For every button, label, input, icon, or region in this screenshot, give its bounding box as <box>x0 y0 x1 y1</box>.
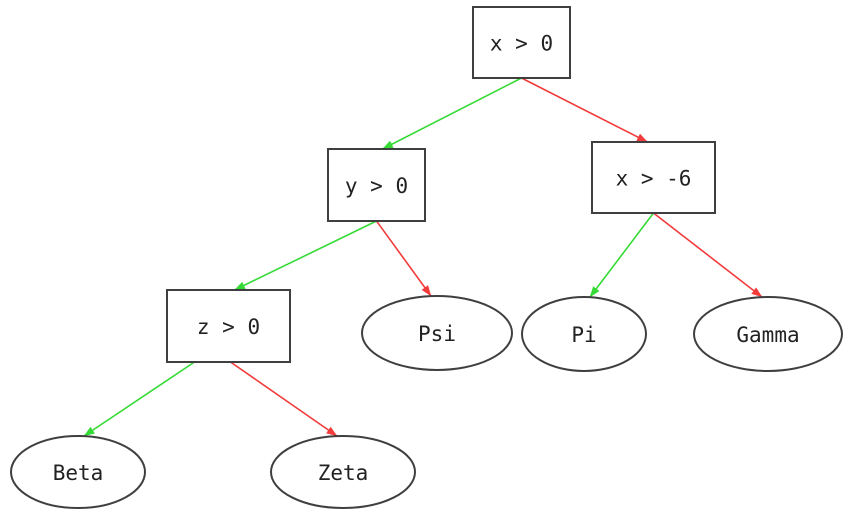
cond-x-gt-0-shape <box>472 6 571 79</box>
leaf-beta-shape <box>10 435 146 509</box>
leaf-gamma-shape <box>693 296 843 372</box>
node-cond-x-gt-m6: x > -6 <box>591 141 716 214</box>
edge-cond-x-gt-0-to-cond-x-gt-m6-false-arrow <box>521 77 648 143</box>
node-cond-x-gt-0: x > 0 <box>472 6 571 79</box>
node-cond-y-gt-0: y > 0 <box>327 148 426 222</box>
node-leaf-pi: Pi <box>521 296 647 372</box>
cond-z-gt-0-shape <box>166 289 291 363</box>
leaf-psi-shape <box>361 295 513 371</box>
cond-x-gt-m6-shape <box>591 141 716 214</box>
leaf-zeta-label: Zeta <box>318 461 369 485</box>
node-cond-z-gt-0: z > 0 <box>166 289 291 363</box>
leaf-pi-shape <box>521 296 647 372</box>
node-leaf-psi: Psi <box>361 295 513 371</box>
edge-cond-y-gt-0-to-leaf-psi-false-arrow <box>375 220 432 297</box>
edge-cond-x-gt-m6-to-leaf-gamma-false-arrow <box>653 212 763 298</box>
node-leaf-beta: Beta <box>10 435 146 509</box>
leaf-beta-label: Beta <box>53 461 104 485</box>
leaf-pi-label: Pi <box>571 323 596 347</box>
leaf-psi-label: Psi <box>418 322 456 346</box>
cond-z-gt-0-label: z > 0 <box>197 315 260 339</box>
cond-x-gt-0-label: x > 0 <box>490 32 553 56</box>
edge-cond-x-gt-m6-to-leaf-pi-true-arrow <box>589 212 655 298</box>
node-leaf-gamma: Gamma <box>693 296 843 372</box>
cond-y-gt-0-label: y > 0 <box>345 174 408 198</box>
edge-cond-x-gt-0-to-cond-y-gt-0-true-arrow <box>382 77 522 150</box>
cond-x-gt-m6-label: x > -6 <box>616 167 692 191</box>
node-leaf-zeta: Zeta <box>270 435 416 509</box>
edge-cond-y-gt-0-to-cond-z-gt-0-true-arrow <box>234 220 377 291</box>
edge-cond-z-gt-0-to-leaf-beta-true-arrow <box>83 361 195 437</box>
leaf-gamma-label: Gamma <box>736 323 799 347</box>
edge-cond-z-gt-0-to-leaf-zeta-false-arrow <box>230 361 338 437</box>
cond-y-gt-0-shape <box>327 148 426 222</box>
leaf-zeta-shape <box>270 435 416 509</box>
